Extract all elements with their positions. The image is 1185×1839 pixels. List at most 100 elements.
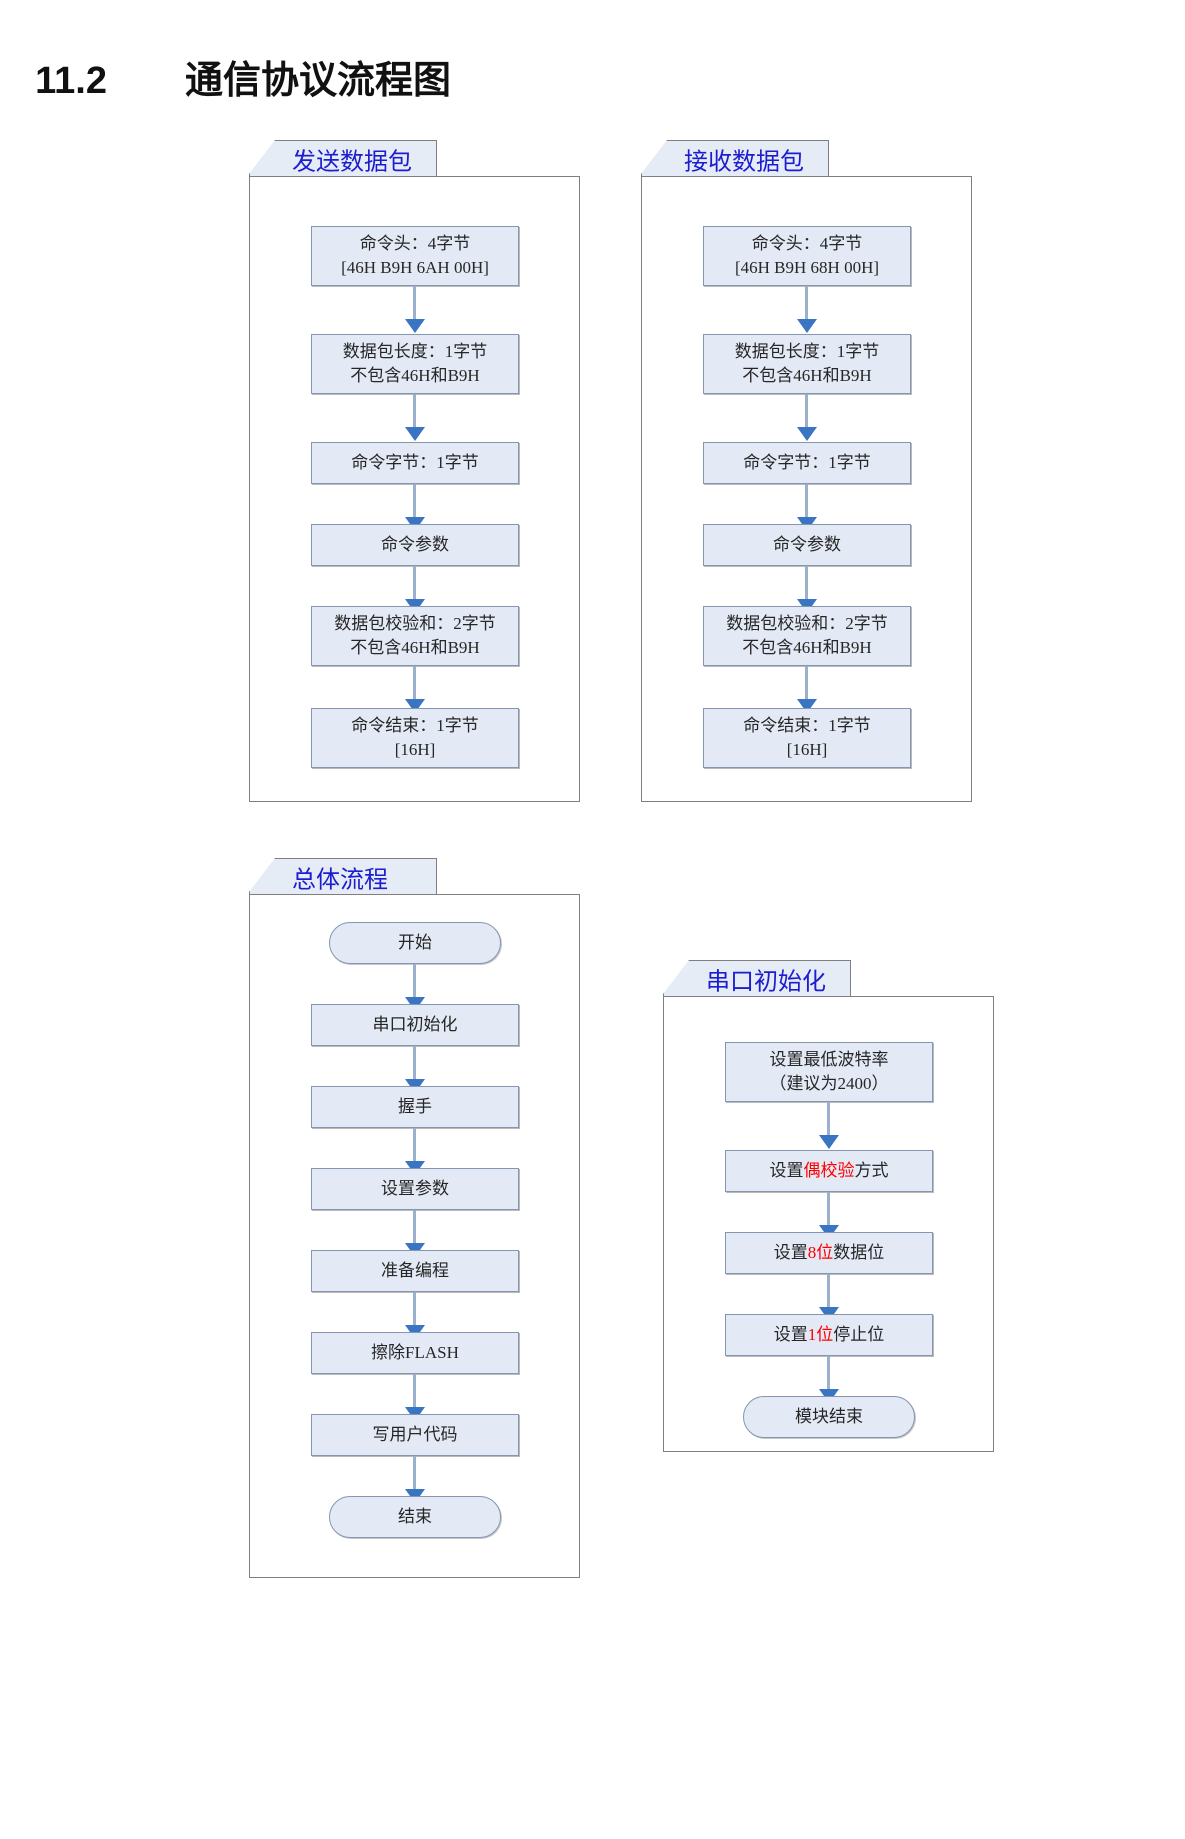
- arrow-flow-1: [413, 964, 416, 998]
- group-title-serial-init: 串口初始化: [706, 969, 826, 995]
- arrow-init-2: [827, 1192, 830, 1226]
- node-send-command-byte[interactable]: 命令字节：1字节: [311, 442, 519, 484]
- node-text-post: 停止位: [833, 1324, 885, 1344]
- node-line1: 命令结束：1字节: [351, 715, 479, 735]
- arrow-send-1: [413, 286, 416, 320]
- node-send-packet-checksum[interactable]: 数据包校验和：2字节 不包含46H和B9H: [311, 606, 519, 666]
- node-line1: 命令结束：1字节: [743, 715, 871, 735]
- node-text-post: 方式: [854, 1160, 889, 1180]
- node-line2: [46H B9H 6AH 00H]: [341, 258, 489, 277]
- node-line2: 不包含46H和B9H: [350, 638, 480, 657]
- node-send-command-header[interactable]: 命令头：4字节 [46H B9H 6AH 00H]: [311, 226, 519, 286]
- arrow-recv-4: [805, 566, 808, 600]
- node-line1: 结束: [398, 1506, 432, 1526]
- node-flow-prepare-program[interactable]: 准备编程: [311, 1250, 519, 1292]
- arrow-init-1: [827, 1102, 830, 1136]
- node-recv-packet-length[interactable]: 数据包长度：1字节 不包含46H和B9H: [703, 334, 911, 394]
- node-line2: [46H B9H 68H 00H]: [734, 258, 880, 277]
- node-flow-erase-flash[interactable]: 擦除FLASH: [311, 1332, 519, 1374]
- node-databits-text: 设置8位数据位: [774, 1241, 885, 1265]
- arrow-flow-6: [413, 1374, 416, 1408]
- arrow-flow-4: [413, 1210, 416, 1244]
- node-line1: 擦除FLASH: [371, 1342, 459, 1362]
- node-line1: 模块结束: [795, 1406, 863, 1426]
- node-recv-packet-checksum[interactable]: 数据包校验和：2字节 不包含46H和B9H: [703, 606, 911, 666]
- group-tab-overall-flow[interactable]: 总体流程: [249, 858, 437, 894]
- group-title-send-packet: 发送数据包: [292, 149, 412, 175]
- node-send-packet-length[interactable]: 数据包长度：1字节 不包含46H和B9H: [311, 334, 519, 394]
- node-line2: 不包含46H和B9H: [742, 366, 872, 385]
- arrow-send-4: [413, 566, 416, 600]
- node-line2: [16H]: [786, 740, 828, 759]
- node-line1: 数据包长度：1字节: [734, 341, 880, 361]
- node-line1: 命令头：4字节: [359, 233, 471, 253]
- node-line1: 开始: [398, 932, 432, 952]
- group-send-packet: 发送数据包 命令头：4字节 [46H B9H 6AH 00H] 数据包长度：1字…: [249, 140, 580, 802]
- arrow-flow-2: [413, 1046, 416, 1080]
- node-stopbits-text: 设置1位停止位: [774, 1323, 885, 1347]
- node-line1: 数据包长度：1字节: [342, 341, 488, 361]
- node-flow-start[interactable]: 开始: [329, 922, 501, 964]
- node-flow-serial-init[interactable]: 串口初始化: [311, 1004, 519, 1046]
- node-init-set-stopbits[interactable]: 设置1位停止位: [725, 1314, 933, 1356]
- group-body-receive-packet: [641, 176, 972, 802]
- node-init-set-databits[interactable]: 设置8位数据位: [725, 1232, 933, 1274]
- node-line1: 命令字节：1字节: [743, 452, 871, 472]
- page-title: 11.2 通信协议流程图: [14, 6, 451, 104]
- node-flow-set-params[interactable]: 设置参数: [311, 1168, 519, 1210]
- node-line2: [16H]: [394, 740, 436, 759]
- group-body-serial-init: [663, 996, 994, 1452]
- node-line1: 设置参数: [381, 1178, 449, 1198]
- node-line1: 准备编程: [381, 1260, 449, 1280]
- group-tab-send-packet[interactable]: 发送数据包: [249, 140, 437, 176]
- arrow-recv-5: [805, 666, 808, 700]
- group-body-send-packet: [249, 176, 580, 802]
- page-title-number: 11.2: [35, 60, 107, 102]
- node-send-command-params[interactable]: 命令参数: [311, 524, 519, 566]
- node-text-post: 数据位: [833, 1242, 885, 1262]
- node-text-pre: 设置: [769, 1160, 804, 1180]
- node-recv-command-params[interactable]: 命令参数: [703, 524, 911, 566]
- arrow-recv-1: [805, 286, 808, 320]
- node-line1: 命令参数: [381, 534, 449, 554]
- group-tab-serial-init[interactable]: 串口初始化: [663, 960, 851, 996]
- arrow-send-2: [413, 394, 416, 428]
- node-text-highlight: 偶校验: [803, 1160, 855, 1180]
- node-line1: 设置最低波特率: [769, 1049, 889, 1069]
- arrow-init-3: [827, 1274, 830, 1308]
- arrow-recv-2: [805, 394, 808, 428]
- node-recv-command-end[interactable]: 命令结束：1字节 [16H]: [703, 708, 911, 768]
- arrow-recv-3: [805, 484, 808, 518]
- node-line1: 数据包校验和：2字节: [334, 613, 496, 633]
- arrow-flow-5: [413, 1292, 416, 1326]
- group-title-overall-flow: 总体流程: [292, 867, 388, 893]
- node-recv-command-header[interactable]: 命令头：4字节 [46H B9H 68H 00H]: [703, 226, 911, 286]
- arrow-send-3: [413, 484, 416, 518]
- arrow-flow-7: [413, 1456, 416, 1490]
- group-body-overall-flow: [249, 894, 580, 1578]
- group-tab-receive-packet[interactable]: 接收数据包: [641, 140, 829, 176]
- arrow-send-5: [413, 666, 416, 700]
- node-text-pre: 设置: [773, 1324, 808, 1344]
- node-init-set-baudrate[interactable]: 设置最低波特率 （建议为2400）: [725, 1042, 933, 1102]
- node-send-command-end[interactable]: 命令结束：1字节 [16H]: [311, 708, 519, 768]
- node-init-module-end[interactable]: 模块结束: [743, 1396, 915, 1438]
- node-line1: 串口初始化: [372, 1014, 458, 1034]
- node-init-set-parity[interactable]: 设置偶校验方式: [725, 1150, 933, 1192]
- node-text-highlight: 1位: [807, 1324, 834, 1344]
- node-flow-end[interactable]: 结束: [329, 1496, 501, 1538]
- page-title-text: 通信协议流程图: [185, 60, 452, 102]
- node-recv-command-byte[interactable]: 命令字节：1字节: [703, 442, 911, 484]
- group-receive-packet: 接收数据包 命令头：4字节 [46H B9H 68H 00H] 数据包长度：1字…: [641, 140, 972, 802]
- node-line1: 命令字节：1字节: [351, 452, 479, 472]
- node-flow-write-user-code[interactable]: 写用户代码: [311, 1414, 519, 1456]
- group-overall-flow: 总体流程 开始 串口初始化 握手 设置参数 准备编程 擦除FLASH 写用户代码…: [249, 858, 580, 1578]
- node-line2: 不包含46H和B9H: [742, 638, 872, 657]
- node-text-highlight: 8位: [807, 1242, 834, 1262]
- node-flow-handshake[interactable]: 握手: [311, 1086, 519, 1128]
- node-text-pre: 设置: [773, 1242, 808, 1262]
- arrow-init-4: [827, 1356, 830, 1390]
- node-line1: 握手: [398, 1096, 432, 1116]
- node-parity-text: 设置偶校验方式: [770, 1159, 889, 1183]
- node-line1: 命令头：4字节: [751, 233, 863, 253]
